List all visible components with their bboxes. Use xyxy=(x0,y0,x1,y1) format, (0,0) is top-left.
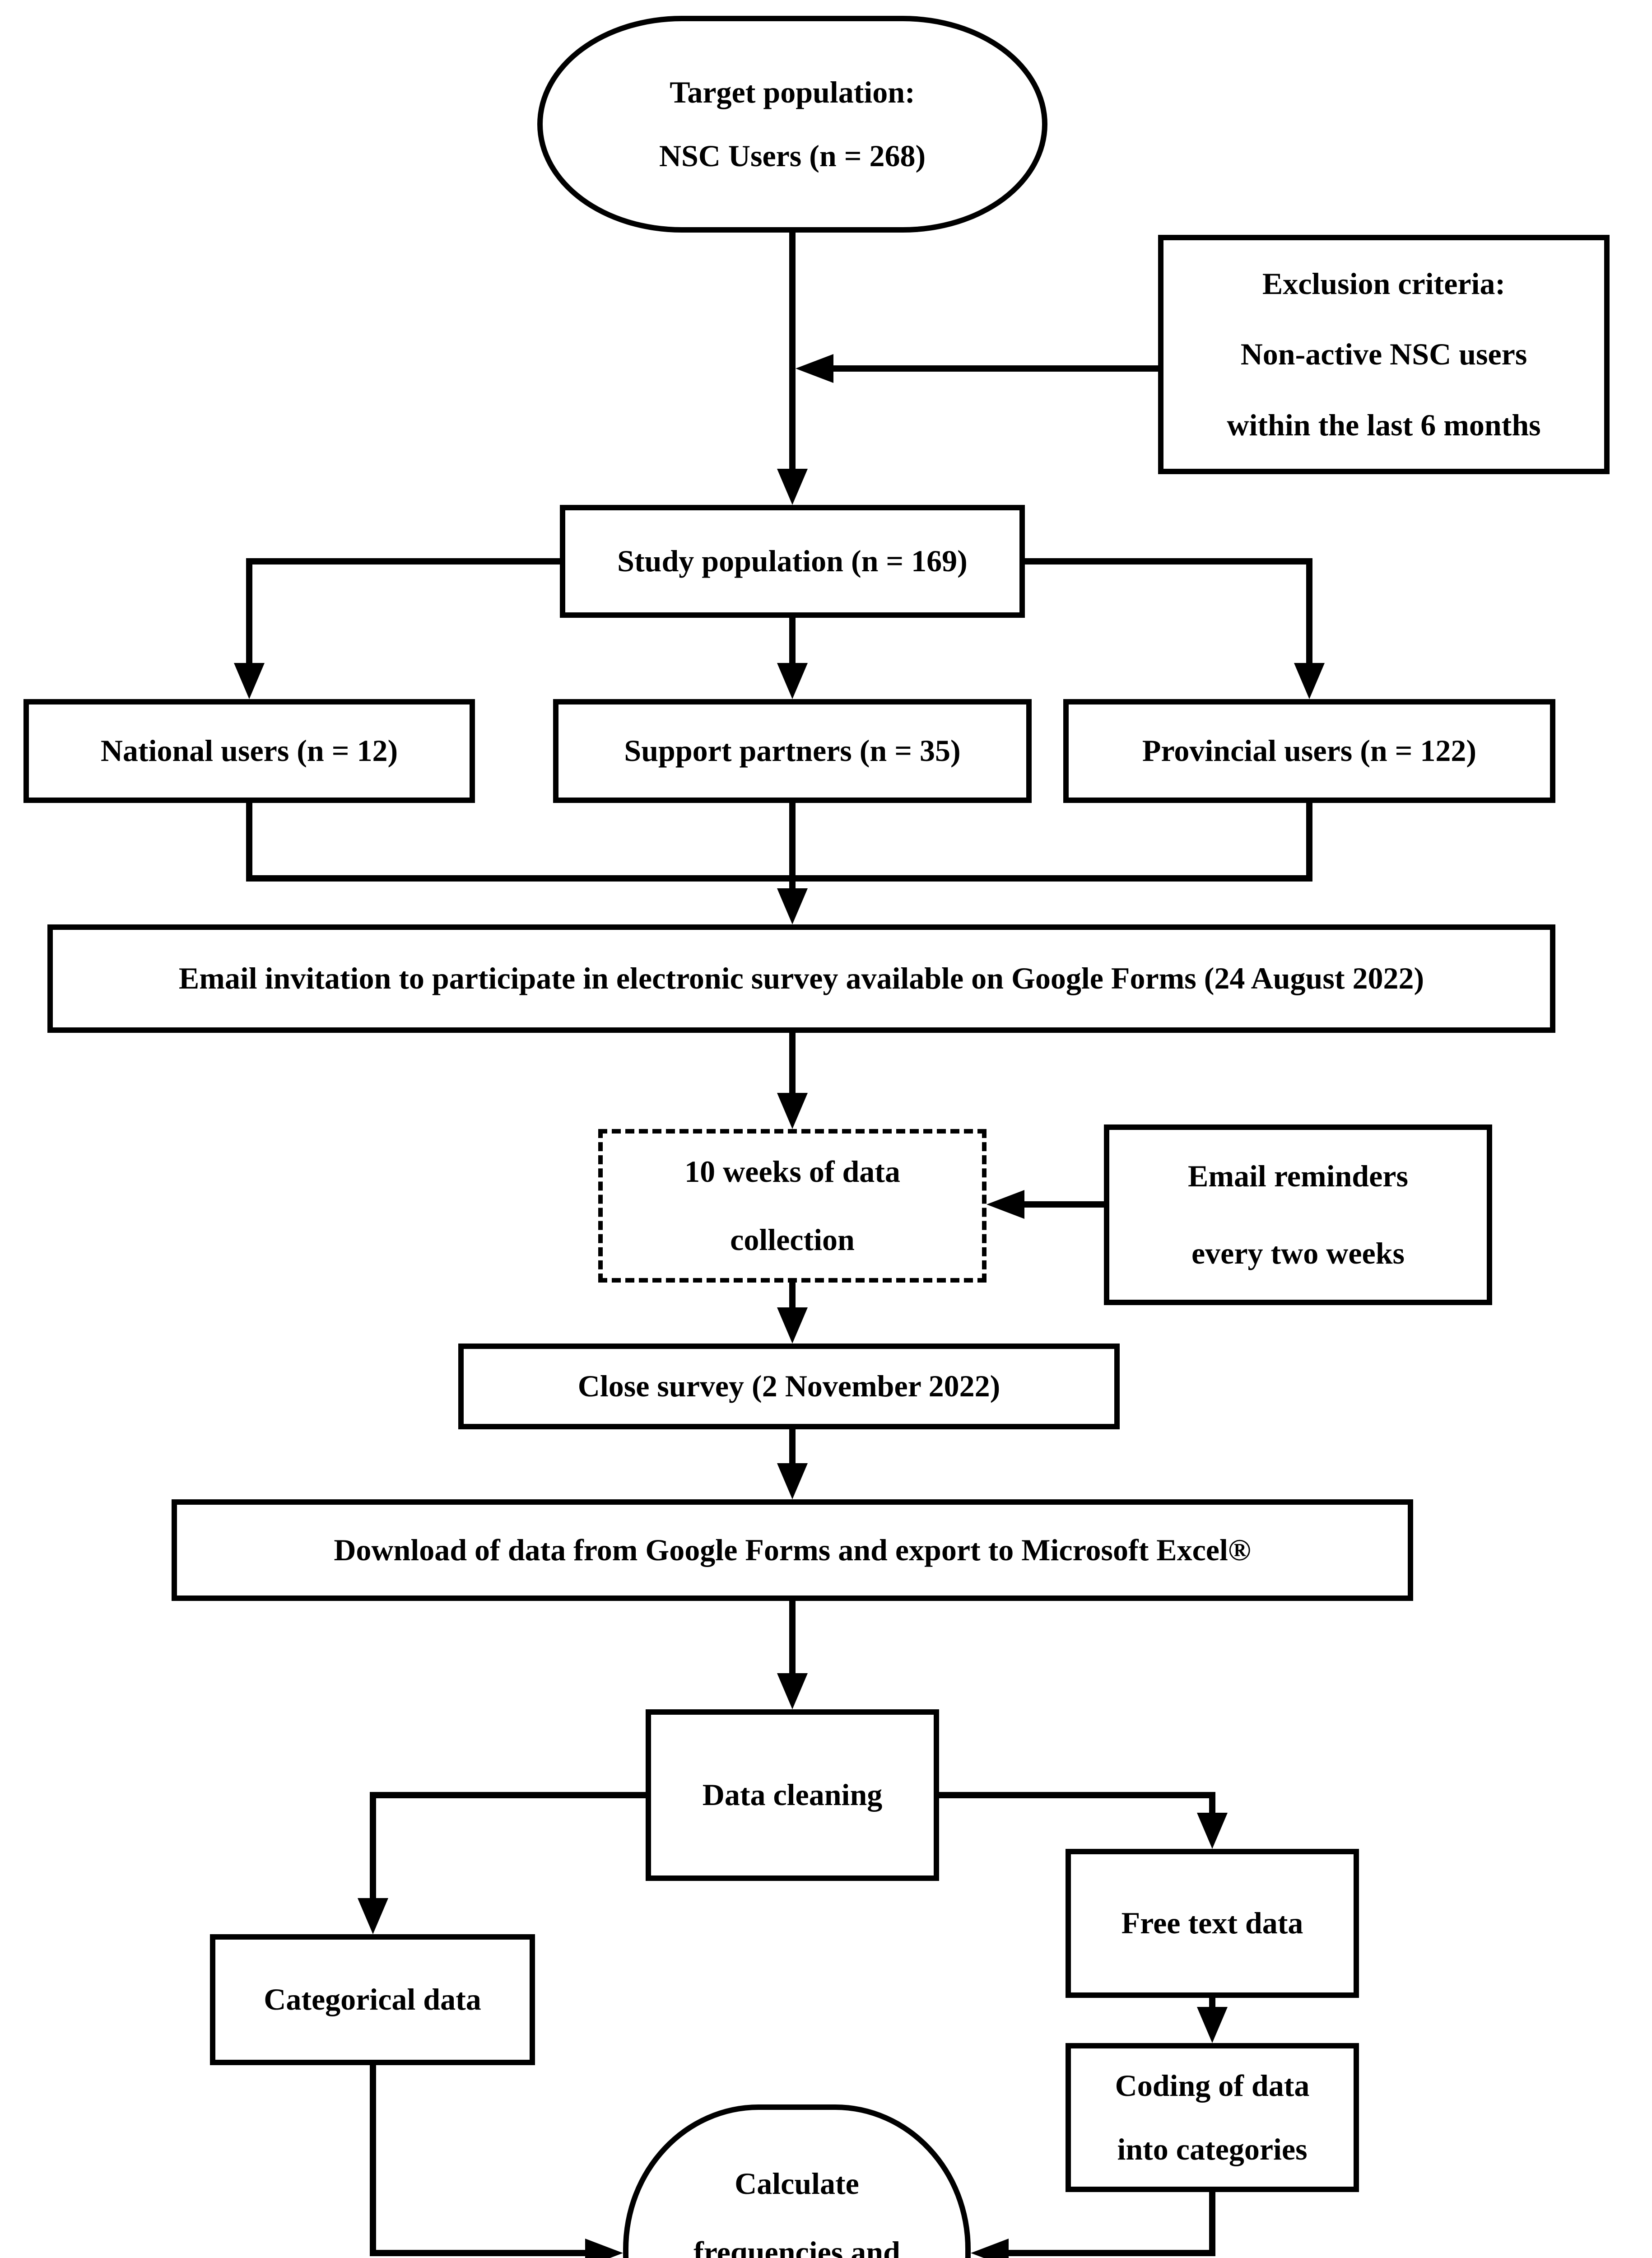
node-national-users: National users (n = 12) xyxy=(23,699,475,803)
node-label: Coding of data xyxy=(1115,2068,1310,2103)
node-label: Categorical data xyxy=(264,1982,481,2017)
node-label: Non-active NSC users xyxy=(1240,337,1527,372)
arrowhead-study-to-national xyxy=(234,663,265,699)
node-label: NSC Users (n = 268) xyxy=(659,139,926,173)
connector-freetext-to-coding xyxy=(1209,1998,1215,2007)
connector-download-to-cleaning xyxy=(789,1601,796,1673)
node-target-population: Target population: NSC Users (n = 268) xyxy=(537,16,1047,233)
connector-study-to-support xyxy=(789,618,796,663)
node-label: Support partners (n = 35) xyxy=(624,733,961,768)
node-provincial-users: Provincial users (n = 122) xyxy=(1063,699,1555,803)
connector-study-to-provincial-v xyxy=(1306,558,1312,663)
arrowhead-cleaning-to-categorical xyxy=(358,1898,388,1934)
node-label: National users (n = 12) xyxy=(100,733,398,768)
connector-categorical-to-calc-h xyxy=(370,2250,585,2256)
connector-cleaning-to-categorical-v xyxy=(370,1792,376,1898)
node-calculate-frequencies: Calculate frequencies and percentages xyxy=(623,2104,971,2258)
node-label: within the last 6 months xyxy=(1227,407,1541,442)
node-label: Download of data from Google Forms and e… xyxy=(334,1532,1251,1567)
node-label: Email invitation to participate in elect… xyxy=(178,961,1424,996)
node-data-collection: 10 weeks of data collection xyxy=(598,1129,987,1283)
node-label: Email reminders xyxy=(1188,1158,1408,1193)
arrowhead-merge-to-email xyxy=(777,888,808,924)
node-exclusion-criteria: Exclusion criteria: Non-active NSC users… xyxy=(1158,235,1610,474)
arrowhead-study-to-provincial xyxy=(1294,663,1325,699)
node-label: 10 weeks of data xyxy=(684,1154,900,1189)
node-download-export: Download of data from Google Forms and e… xyxy=(172,1499,1413,1601)
connector-coding-to-calc-h xyxy=(1009,2250,1215,2256)
node-label: Exclusion criteria: xyxy=(1262,266,1506,301)
arrowhead-download-to-cleaning xyxy=(777,1673,808,1709)
arrowhead-study-to-support xyxy=(777,663,808,699)
arrowhead-exclusion-to-flow xyxy=(796,354,833,383)
connector-study-to-national-h xyxy=(246,558,560,564)
node-email-reminders: Email reminders every two weeks xyxy=(1104,1124,1492,1305)
node-study-population: Study population (n = 169) xyxy=(560,505,1025,618)
node-label: every two weeks xyxy=(1191,1236,1405,1270)
node-label: Calculate xyxy=(735,2166,859,2201)
connector-study-to-provincial-h xyxy=(1025,558,1312,564)
connector-target-to-study xyxy=(789,232,796,469)
node-label: Study population (n = 169) xyxy=(617,544,968,578)
node-label: Provincial users (n = 122) xyxy=(1142,733,1477,768)
arrowhead-categorical-to-calc xyxy=(585,2239,623,2258)
connector-provincial-to-merge xyxy=(1306,803,1312,882)
arrowhead-close-to-download xyxy=(777,1463,808,1499)
node-label: Target population: xyxy=(670,75,915,109)
connector-close-to-download xyxy=(789,1429,796,1463)
arrowhead-freetext-to-coding xyxy=(1197,2007,1228,2043)
node-email-invitation: Email invitation to participate in elect… xyxy=(47,924,1555,1033)
connector-cleaning-to-freetext-h xyxy=(939,1792,1215,1798)
connector-cleaning-to-freetext-v xyxy=(1209,1792,1215,1813)
node-label: Free text data xyxy=(1121,1906,1303,1941)
connector-collection-to-close xyxy=(789,1283,796,1307)
node-label: Close survey (2 November 2022) xyxy=(577,1369,1001,1404)
connector-exclusion-to-flow xyxy=(833,365,1158,372)
connector-reminders-to-collection xyxy=(1024,1201,1104,1208)
node-data-cleaning: Data cleaning xyxy=(646,1709,939,1881)
connector-cleaning-to-categorical-h xyxy=(370,1792,646,1798)
arrowhead-email-to-collection xyxy=(777,1093,808,1129)
arrowhead-reminders-to-collection xyxy=(987,1190,1024,1219)
arrowhead-coding-to-calc xyxy=(971,2239,1009,2258)
node-label: frequencies and xyxy=(693,2235,900,2258)
connector-coding-to-calc-v xyxy=(1209,2192,1215,2256)
node-label: into categories xyxy=(1117,2132,1308,2166)
node-support-partners: Support partners (n = 35) xyxy=(553,699,1032,803)
node-coding-of-data: Coding of data into categories xyxy=(1066,2043,1359,2192)
node-categorical-data: Categorical data xyxy=(210,1934,535,2065)
connector-email-to-collection xyxy=(789,1033,796,1093)
connector-categorical-to-calc-v xyxy=(370,2065,376,2256)
arrowhead-collection-to-close xyxy=(777,1307,808,1344)
node-free-text-data: Free text data xyxy=(1066,1849,1359,1998)
connector-merge-line xyxy=(246,875,1312,882)
connector-national-to-merge xyxy=(246,803,252,882)
node-label: collection xyxy=(730,1222,855,1257)
arrowhead-target-to-study xyxy=(777,469,808,505)
arrowhead-cleaning-to-freetext xyxy=(1197,1813,1228,1849)
connector-support-to-email xyxy=(789,803,796,888)
node-label: Data cleaning xyxy=(702,1777,883,1812)
connector-study-to-national-v xyxy=(246,558,252,663)
node-close-survey: Close survey (2 November 2022) xyxy=(458,1344,1120,1429)
